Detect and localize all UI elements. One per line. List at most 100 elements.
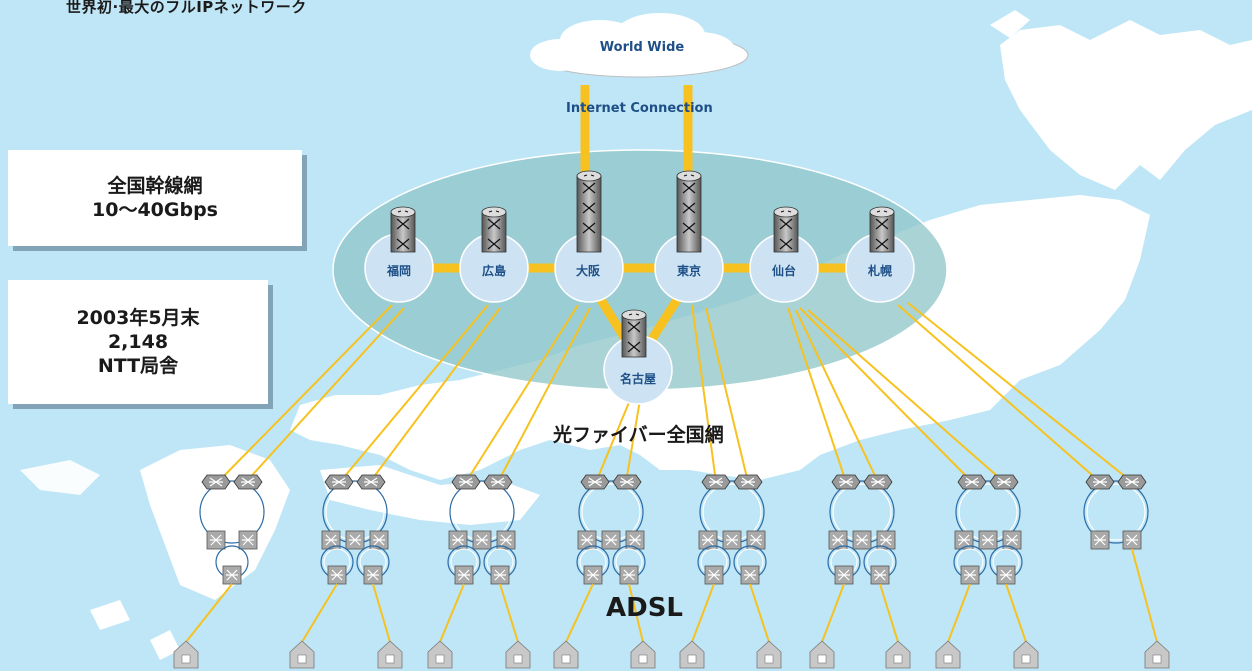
router-icon [621, 309, 647, 358]
drop-line [439, 583, 465, 643]
access-switch-icon [876, 530, 896, 550]
access-switch-icon [369, 530, 389, 550]
ring-line [1086, 483, 1146, 541]
access-switch-icon [740, 565, 760, 585]
access-switch-icon [746, 530, 766, 550]
house-icon [935, 640, 961, 669]
access-switch-icon [870, 565, 890, 585]
access-switch-icon [222, 565, 242, 585]
router-icon [676, 170, 702, 253]
offices-count: 2,148 [107, 331, 169, 353]
router-icon [869, 206, 895, 253]
fiber-network-label: 光ファイバー全国網 [553, 424, 724, 446]
switch-icon [451, 474, 481, 490]
switch-icon [701, 474, 731, 490]
access-switch-icon [1002, 530, 1022, 550]
access-switch-icon [960, 565, 980, 585]
drop-line [1005, 583, 1027, 643]
access-switch-icon [490, 565, 510, 585]
access-switch-icon [448, 530, 468, 550]
house-icon [505, 640, 531, 669]
house-icon [377, 640, 403, 669]
drop-line [691, 583, 715, 643]
drop-line [301, 583, 338, 643]
access-switch-icon [601, 530, 621, 550]
access-switch-icon [996, 565, 1016, 585]
house-icon [427, 640, 453, 669]
house-icon [1144, 640, 1170, 669]
house-icon [885, 640, 911, 669]
switch-icon [324, 474, 354, 490]
drop-line [628, 583, 644, 643]
house-icon [756, 640, 782, 669]
access-switch-icon [321, 530, 341, 550]
router-icon [773, 206, 799, 253]
switch-icon [1117, 474, 1147, 490]
node-label-sapporo: 札幌 [867, 264, 892, 278]
node-label-sendai: 仙台 [771, 264, 796, 278]
drop-line [499, 583, 519, 643]
offices-label: NTT局舎 [97, 355, 179, 377]
access-switch-icon [828, 530, 848, 550]
switch-icon [1085, 474, 1115, 490]
switch-icon [831, 474, 861, 490]
backbone-info-box: 全国幹線網 10〜40Gbps [8, 150, 302, 246]
access-switch-icon [722, 530, 742, 550]
access-switch-icon [345, 530, 365, 550]
node-label-fukuoka: 福岡 [386, 264, 411, 278]
router-icon [390, 206, 416, 253]
internet-connection-label: Internet Connection [566, 101, 713, 116]
drop-line [749, 583, 770, 643]
switch-icon [580, 474, 610, 490]
access-switch-icon [577, 530, 597, 550]
access-switch-icon [704, 565, 724, 585]
offices-date: 2003年5月末 [76, 307, 200, 329]
access-switch-icon [1122, 530, 1142, 550]
access-switch-icon [954, 530, 974, 550]
adsl-label: ADSL [606, 593, 683, 623]
internet-cloud [530, 13, 749, 78]
switch-icon [233, 474, 263, 490]
switch-icon [733, 474, 763, 490]
switch-icon [483, 474, 513, 490]
house-icon [553, 640, 579, 669]
house-icon [630, 640, 656, 669]
access-switch-icon [238, 530, 258, 550]
router-icon [481, 206, 507, 253]
node-label-hiroshima: 広島 [481, 264, 506, 278]
house-icon [679, 640, 705, 669]
backbone-speed: 10〜40Gbps [92, 199, 218, 221]
house-icon [809, 640, 835, 669]
access-switch-icon [454, 565, 474, 585]
switch-icon [612, 474, 642, 490]
drop-line [1131, 548, 1158, 643]
node-label-nagoya: 名古屋 [619, 372, 656, 386]
access-switch-icon [852, 530, 872, 550]
node-label-osaka: 大阪 [575, 264, 600, 278]
house-icon [1013, 640, 1039, 669]
drop-line [947, 583, 971, 643]
switch-icon [957, 474, 987, 490]
access-switch-icon [619, 565, 639, 585]
drop-line [565, 583, 594, 643]
access-switch-icon [206, 530, 226, 550]
access-switch-icon [625, 530, 645, 550]
backbone-title: 全国幹線網 [107, 175, 203, 197]
ring-line [1083, 480, 1149, 544]
ring-line [199, 480, 265, 544]
diagram-heading: 世界初·最大のフルIPネットワーク [66, 0, 307, 16]
access-switch-icon [583, 565, 603, 585]
access-switch-icon [472, 530, 492, 550]
switch-icon [989, 474, 1019, 490]
ring-line [202, 483, 262, 541]
access-switch-icon [363, 565, 383, 585]
switch-icon [863, 474, 893, 490]
switch-icon [356, 474, 386, 490]
house-icon [173, 640, 199, 669]
drop-line [372, 583, 391, 643]
drop-line [185, 583, 233, 643]
switch-icon [201, 474, 231, 490]
drop-line [879, 583, 899, 643]
access-switch-icon [698, 530, 718, 550]
